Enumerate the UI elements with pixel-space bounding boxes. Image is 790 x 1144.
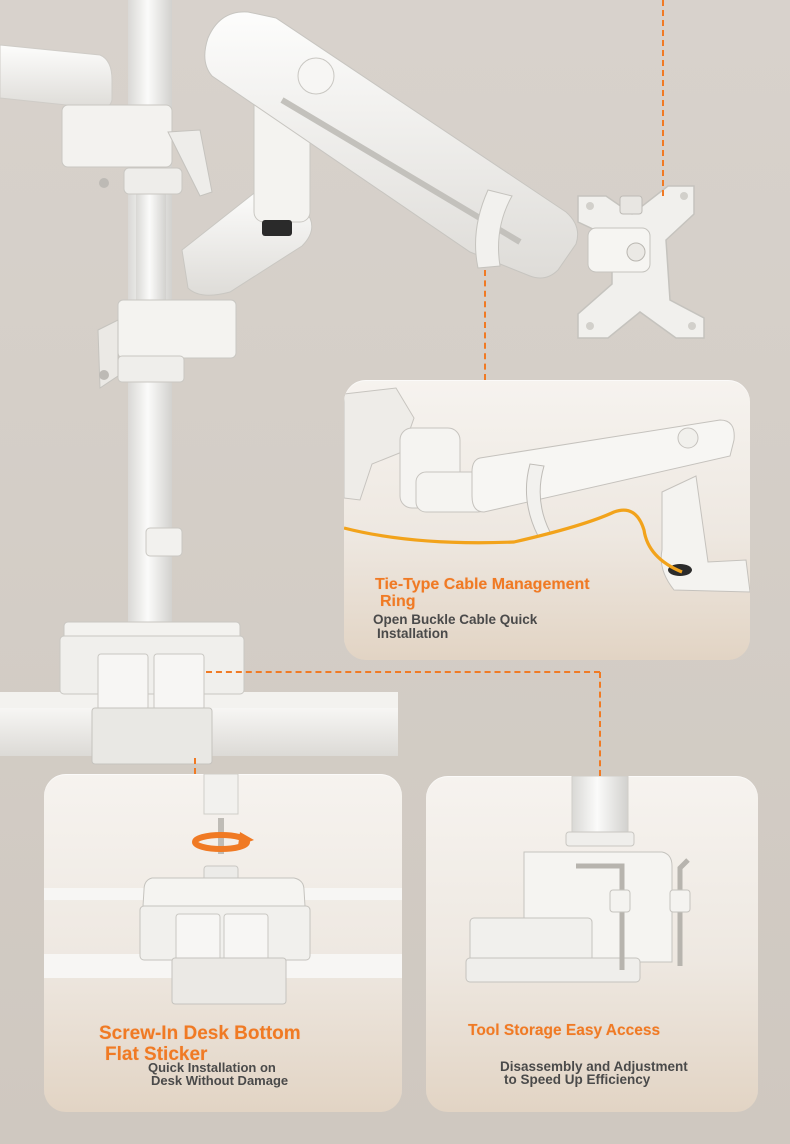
tool-storage-illustration <box>465 776 691 983</box>
cable-ring-panel: Tie-Type Cable Management Ring Open Buck… <box>344 380 750 660</box>
desk-clamp <box>59 621 245 765</box>
cable-ring-subtitle-line2: Installation <box>377 626 449 641</box>
desk-sticker-panel: Screw-In Desk Bottom Flat Sticker Quick … <box>44 774 402 1112</box>
desk-sticker-illustration <box>44 774 402 1005</box>
cable-ring-subtitle-line1: Open Buckle Cable Quick <box>373 612 538 627</box>
desk-sticker-subtitle-line1: Quick Installation on <box>148 1060 276 1075</box>
desk-sticker-subtitle-line2: Desk Without Damage <box>151 1073 289 1088</box>
tool-storage-title: Tool Storage Easy Access <box>468 1022 661 1039</box>
tool-storage-subtitle-line2: to Speed Up Efficiency <box>504 1072 651 1087</box>
cable-ring-title-line2: Ring <box>380 593 416 610</box>
left-arm <box>0 44 213 197</box>
connector-clamp-v <box>599 672 601 776</box>
cable-ring-illustration <box>344 387 750 593</box>
tool-storage-subtitle-line1: Disassembly and Adjustment <box>500 1059 688 1074</box>
lower-joint <box>97 299 237 389</box>
vesa-plate <box>577 185 705 339</box>
cable-ring-title-line1: Tie-Type Cable Management <box>375 576 590 593</box>
connector-clamp-h <box>206 671 600 673</box>
desk-sticker-title-line2: Flat Sticker <box>105 1044 208 1065</box>
connector-desk <box>194 758 196 774</box>
connector-cable-ring <box>484 270 486 380</box>
connector-vesa <box>662 0 664 196</box>
upper-arm <box>204 11 579 279</box>
tool-storage-panel: Tool Storage Easy Access Disassembly and… <box>426 776 758 1112</box>
desk-sticker-title-line1: Screw-In Desk Bottom <box>99 1023 301 1044</box>
